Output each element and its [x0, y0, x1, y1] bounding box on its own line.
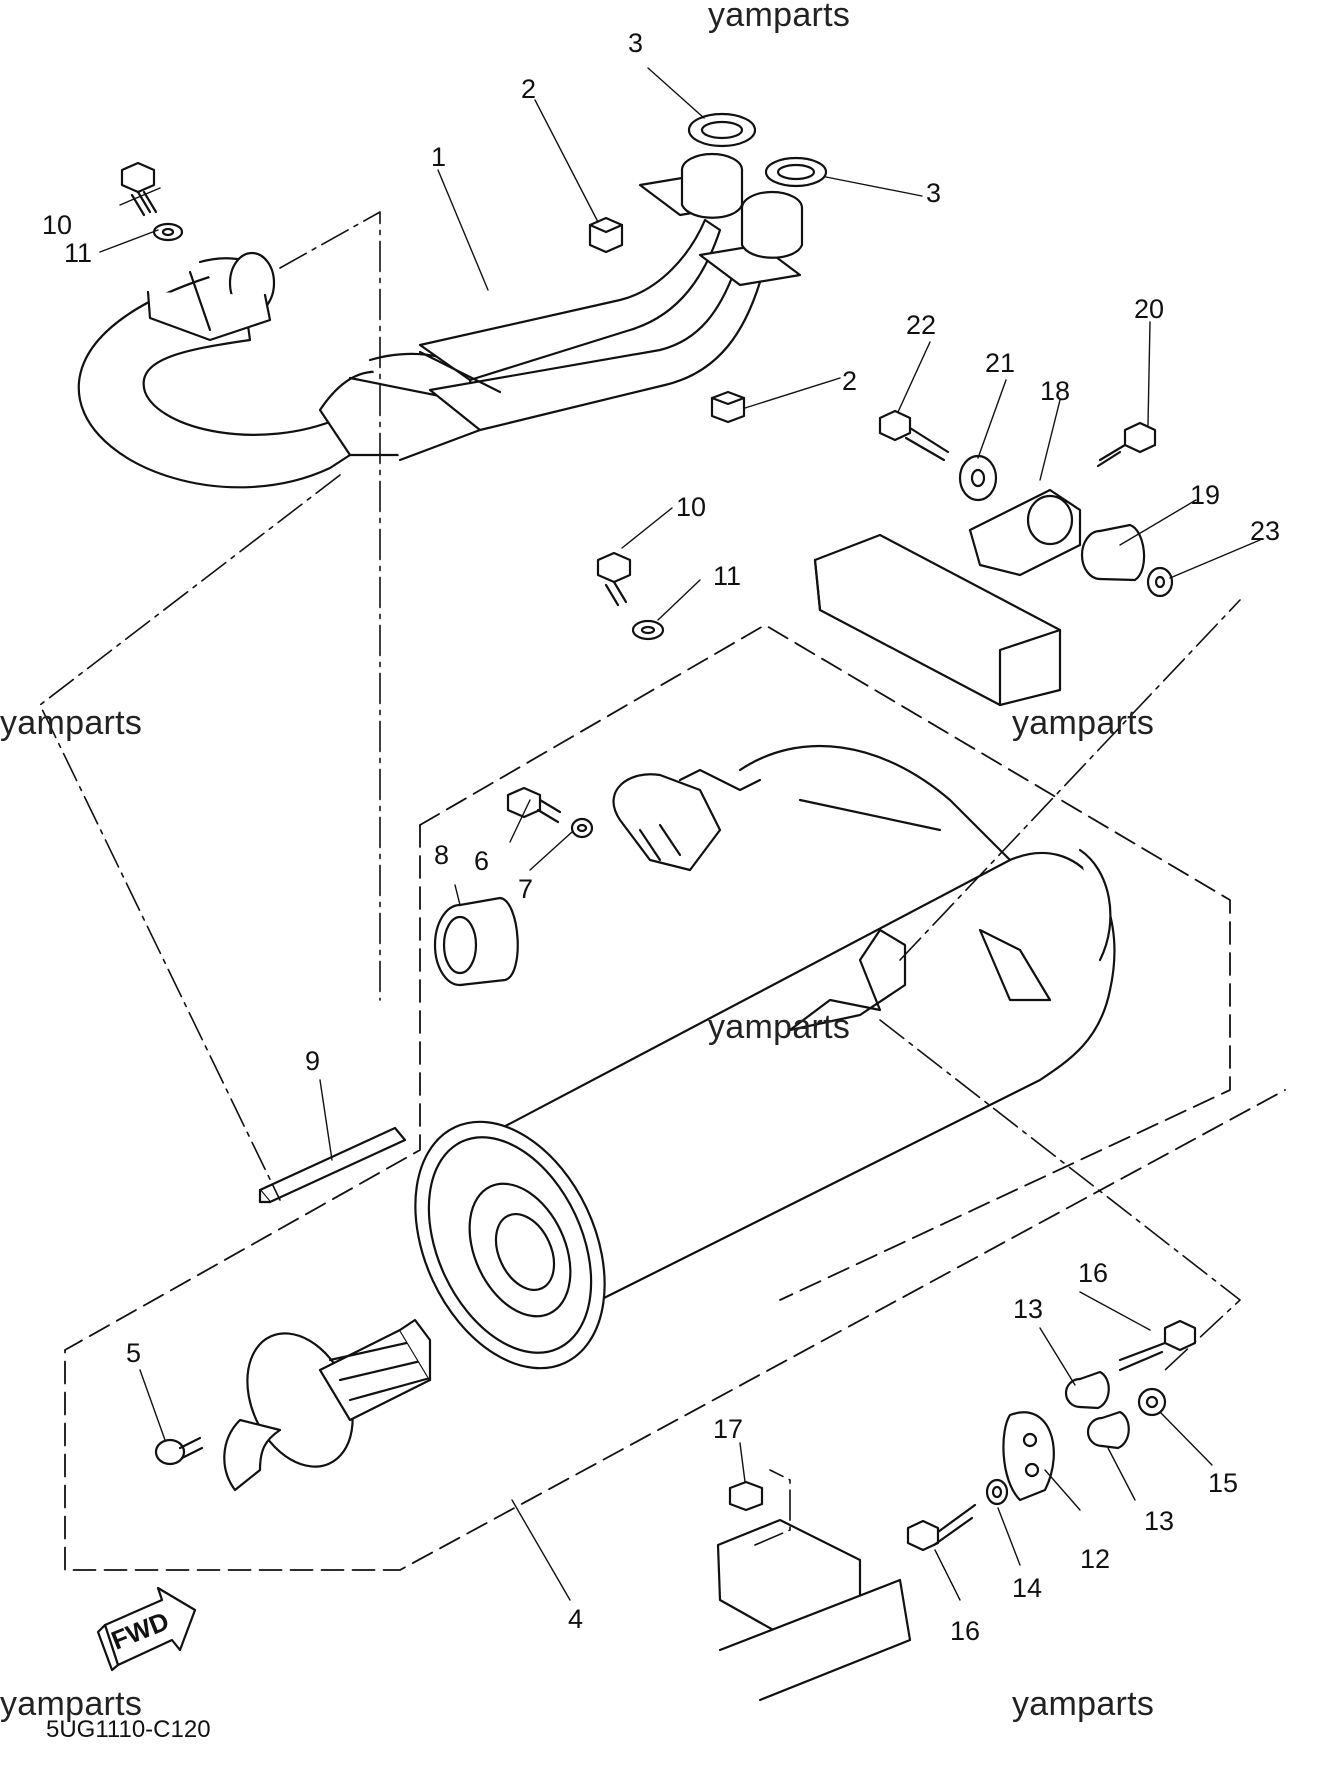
callout-17: 17	[713, 1414, 743, 1444]
bolt-16a	[1118, 1319, 1197, 1372]
frame-bracket	[813, 533, 1062, 707]
nut-2a	[588, 216, 624, 254]
gasket-3a	[687, 112, 757, 148]
collar-13a	[1064, 1370, 1110, 1410]
watermark-bottom-left: yamparts	[0, 1685, 143, 1723]
callout-8: 8	[434, 840, 449, 870]
fwd-arrow-icon: FWD	[96, 1586, 197, 1672]
callout-14: 14	[1012, 1573, 1042, 1603]
collar-13b	[1086, 1410, 1130, 1450]
nut-2b	[710, 390, 746, 424]
callout-20: 20	[1134, 294, 1164, 324]
guide-lines	[39, 211, 1241, 1546]
bolt-16b	[906, 1503, 977, 1552]
washer-11a	[152, 222, 184, 242]
callout-10b: 10	[676, 492, 706, 522]
end-cap-assembly	[223, 1318, 432, 1492]
callout-7: 7	[518, 874, 533, 904]
callout-3b: 3	[926, 178, 941, 208]
callout-2b: 2	[842, 366, 857, 396]
callout-4: 4	[568, 1604, 583, 1634]
callout-16b: 16	[950, 1616, 980, 1646]
washer-23	[1146, 566, 1174, 598]
callout-numbers: 1 2 2 3 3 10 11 10 11 22 21 18 20 19 23 …	[42, 28, 1280, 1646]
washer-14	[985, 1478, 1009, 1506]
damper-19	[1080, 523, 1146, 582]
washer-15	[1137, 1387, 1167, 1417]
callout-9: 9	[305, 1046, 320, 1076]
clamp	[612, 768, 762, 872]
bolt-6	[506, 786, 562, 824]
bracket-9	[258, 1126, 407, 1204]
collar-21	[958, 454, 998, 502]
exhaust-header-pipe	[77, 152, 804, 489]
washer-7	[570, 817, 594, 839]
callout-16a: 16	[1078, 1258, 1108, 1288]
bolt-20	[1096, 421, 1157, 468]
screw-5	[154, 1436, 204, 1466]
callout-22: 22	[906, 310, 936, 340]
callout-10a: 10	[42, 210, 72, 240]
washer-11b	[631, 619, 665, 641]
assembly-boundary	[64, 624, 1286, 1571]
damper-12	[1002, 1411, 1055, 1502]
callout-11a: 11	[64, 238, 92, 268]
callout-3a: 3	[628, 28, 643, 58]
callout-19: 19	[1190, 480, 1220, 510]
callout-18: 18	[1040, 376, 1070, 406]
watermark-bottom-right: yamparts	[1012, 1685, 1155, 1723]
mount-18	[968, 488, 1082, 577]
callout-1: 1	[431, 142, 446, 172]
rear-frame-bracket	[716, 1518, 912, 1702]
callout-13b: 13	[1144, 1506, 1174, 1536]
watermark-center: yamparts	[708, 1008, 851, 1046]
watermark-top: yamparts	[708, 0, 851, 34]
callout-23: 23	[1250, 516, 1280, 546]
gasket-8	[433, 896, 519, 987]
bolt-10b	[596, 551, 632, 607]
muffler	[414, 744, 1116, 1370]
callout-2a: 2	[521, 74, 536, 104]
callout-11b: 11	[713, 561, 741, 591]
callout-5: 5	[126, 1338, 141, 1368]
watermark-left: yamparts	[0, 704, 143, 742]
callout-12: 12	[1080, 1544, 1110, 1574]
leader-lines	[99, 67, 1261, 1601]
callout-6: 6	[474, 846, 489, 876]
bolt-22	[878, 409, 950, 462]
nut-17	[728, 1480, 764, 1512]
watermark-right: yamparts	[1012, 704, 1155, 742]
callout-15: 15	[1208, 1468, 1238, 1498]
gasket-3b	[764, 156, 828, 188]
bolt-10a	[120, 161, 158, 217]
callout-21: 21	[985, 348, 1015, 378]
callout-13a: 13	[1013, 1294, 1043, 1324]
diagram-code: 5UG1110-C120	[46, 1716, 211, 1743]
